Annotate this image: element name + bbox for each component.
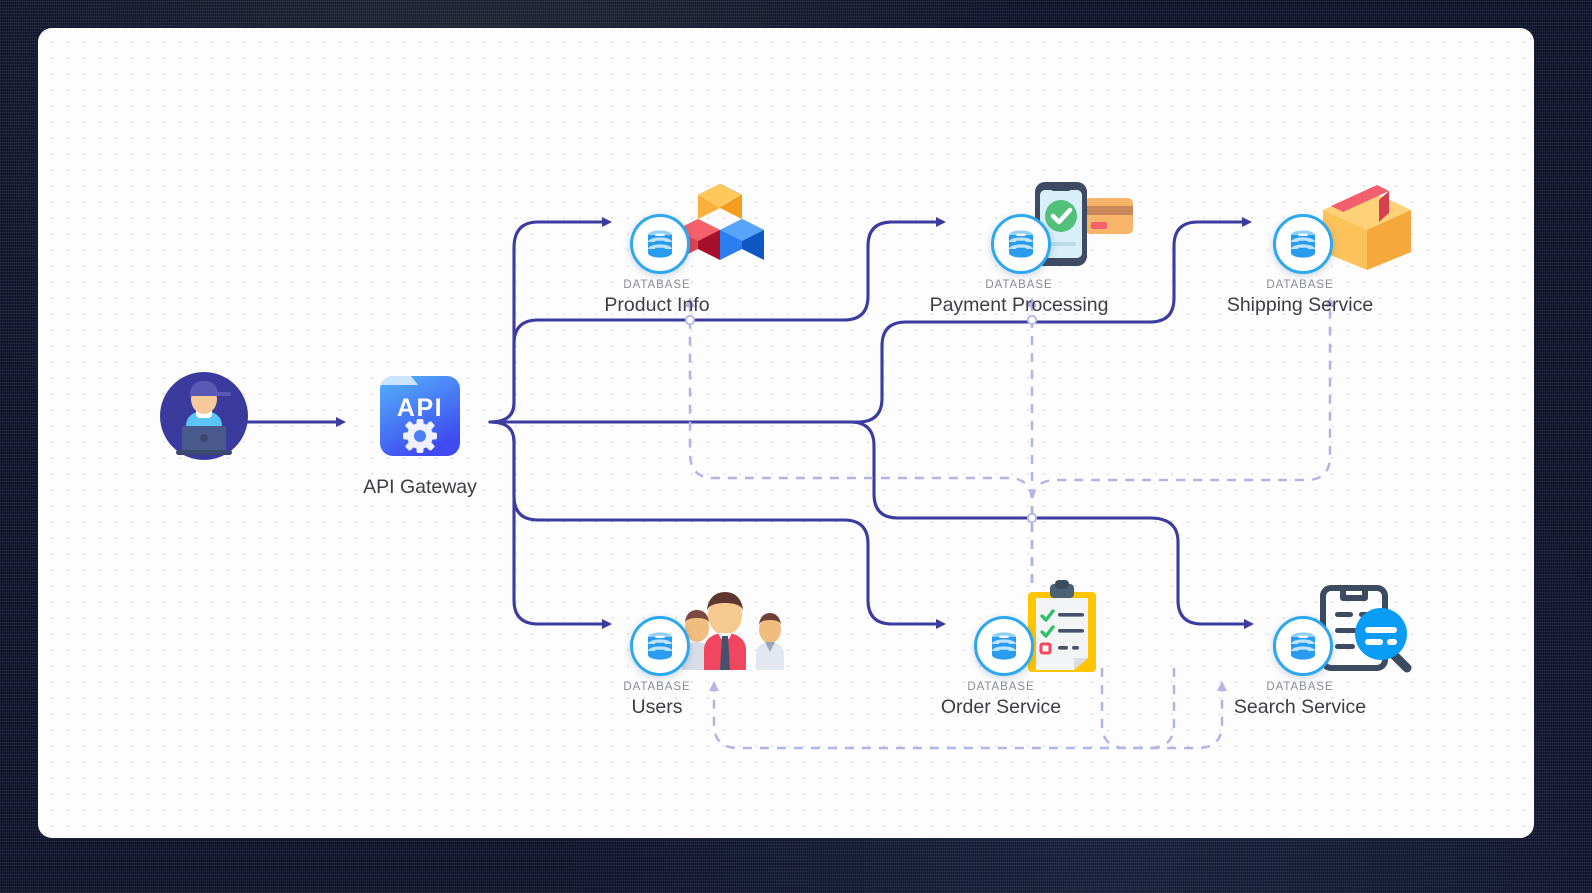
database-badge-icon	[974, 616, 1034, 676]
edge-order-to-shipping	[1030, 297, 1335, 583]
edge-layer	[226, 217, 1335, 750]
node-kind: DATABASE	[967, 681, 1035, 693]
database-badge-icon	[1273, 616, 1333, 676]
search-document-icon	[1309, 580, 1421, 681]
node-label-search: DATABASE Search Service	[1140, 680, 1460, 720]
database-badge-icon	[630, 214, 690, 274]
node-kind: DATABASE	[1266, 681, 1334, 693]
node-title: Shipping Service	[1226, 294, 1374, 316]
edge-gateway-to-payment	[488, 217, 946, 424]
edge-gateway-to-search	[488, 420, 1254, 629]
svg-text:API: API	[397, 394, 443, 422]
database-badge-icon	[630, 616, 690, 676]
edge-order-to-users	[709, 668, 1176, 750]
node-kind: DATABASE	[985, 279, 1053, 291]
node-label-product: DATABASE Product Info	[497, 278, 817, 318]
user-avatar-icon	[152, 364, 256, 473]
node-label-order: DATABASE Order Service	[841, 680, 1161, 720]
dashed-edges	[685, 297, 1335, 750]
order-clipboard-icon	[1010, 580, 1114, 681]
node-label-payment: DATABASE Payment Processing	[859, 278, 1179, 318]
node-kind: DATABASE	[623, 279, 691, 291]
edge-order-to-product	[685, 297, 1034, 583]
edge-gateway-to-users	[488, 420, 612, 629]
node-title: Users	[631, 696, 683, 718]
node-title: Product Info	[604, 294, 710, 316]
node-kind: DATABASE	[1266, 279, 1334, 291]
diagram-canvas[interactable]: API	[38, 28, 1534, 838]
node-title: Order Service	[940, 696, 1062, 718]
edge-order-to-search	[1100, 668, 1227, 750]
node-title: Search Service	[1233, 696, 1367, 718]
node-label-gateway: API Gateway	[260, 474, 580, 500]
api-gateway-icon: API	[378, 374, 462, 463]
database-badge-icon	[991, 214, 1051, 274]
node-kind: DATABASE	[623, 681, 691, 693]
edge-gateway-to-product	[488, 217, 612, 424]
node-title: Payment Processing	[929, 294, 1109, 316]
node-title: API Gateway	[363, 476, 477, 498]
node-label-shipping: DATABASE Shipping Service	[1140, 278, 1460, 318]
edge-junction-dots	[684, 314, 1038, 524]
shipping-box-icon	[1311, 180, 1423, 279]
node-label-users: DATABASE Users	[497, 680, 817, 720]
edge-gateway-to-order	[488, 420, 946, 629]
database-badge-icon	[1273, 214, 1333, 274]
